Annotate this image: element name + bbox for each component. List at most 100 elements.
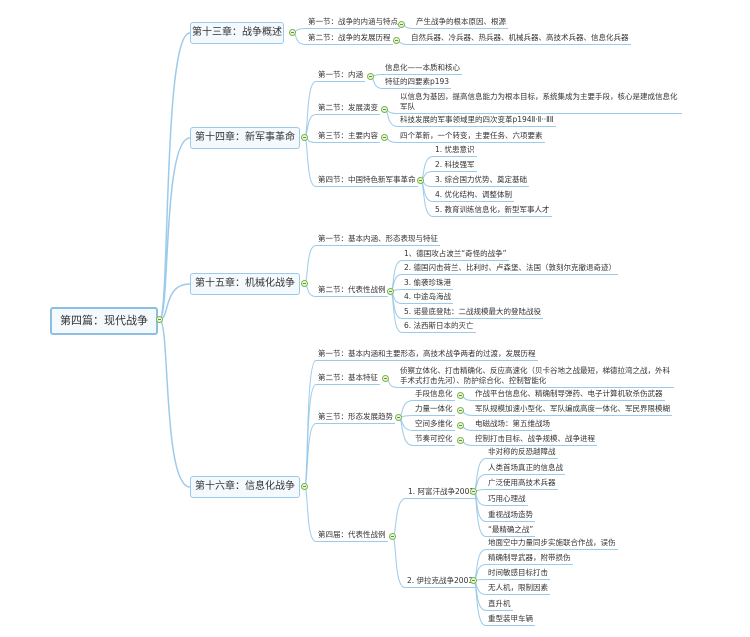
section-topic[interactable]: 第二节：代表性战例 — [316, 285, 388, 297]
leaf-topic[interactable]: 军队规模加速小型化、军队编成高度一体化、军民界限模糊 — [473, 404, 672, 416]
collapse-toggle-icon[interactable] — [381, 134, 388, 141]
root-topic[interactable]: 第四篇：现代战争 — [50, 307, 158, 335]
leaf-topic[interactable]: 时间敏感目标打击 — [486, 568, 550, 580]
leaf-topic[interactable]: 巧用心理战 — [486, 494, 528, 506]
chapter-14-topic[interactable]: 第十四章：新军事革命 — [190, 127, 300, 149]
leaf-topic[interactable]: 1、德国攻占波兰“奇怪的战争” — [402, 249, 509, 261]
leaf-topic[interactable]: 4. 中途岛海战 — [402, 292, 454, 304]
section-topic[interactable]: 第二节：战争的发展历程 — [306, 33, 393, 45]
connector-line — [159, 283, 191, 321]
collapse-toggle-icon[interactable] — [457, 407, 464, 414]
collapse-toggle-icon[interactable] — [301, 280, 308, 287]
leaf-topic[interactable]: 作战平台信息化、精确制导弹药、电子计算机软杀伤武器 — [473, 389, 665, 401]
collapse-toggle-icon[interactable] — [398, 21, 405, 28]
leaf-topic[interactable]: 无人机，限制因素 — [486, 583, 550, 595]
collapse-toggle-icon[interactable] — [389, 533, 396, 540]
section-topic[interactable]: 第二节：发展演变 — [316, 103, 380, 115]
leaf-topic[interactable]: 特征的四要素p193 — [383, 77, 452, 89]
connector-line — [158, 137, 191, 321]
section-topic[interactable]: 第一节：内涵 — [316, 70, 365, 82]
collapse-toggle-icon[interactable] — [381, 106, 388, 113]
leaf-topic[interactable]: 5. 诺曼底登陆：二战规模最大的登陆战役 — [402, 307, 544, 319]
collapse-toggle-icon[interactable] — [367, 73, 374, 80]
leaf-topic[interactable]: 重视战场造势 — [486, 510, 535, 522]
leaf-topic[interactable]: 以信息为基因，提高信息能力为根本目标，系统集成为主要手段，核心是建成信息化军队 — [398, 92, 682, 114]
collapse-toggle-icon[interactable] — [417, 177, 424, 184]
connector-line — [390, 260, 403, 292]
leaf-topic[interactable]: “最精确之战” — [486, 525, 536, 537]
leaf-topic[interactable]: 人类首场真正的信息战 — [486, 463, 565, 475]
leaf-topic[interactable]: 3. 偷袭珍珠港 — [402, 278, 454, 290]
leaf-topic[interactable]: 信息化——本质和核心 — [383, 63, 462, 75]
section-topic[interactable]: 第一节：基本内涵和主要形态，高技术战争两者的过渡，发展历程 — [316, 349, 538, 361]
leaf-topic[interactable]: 4. 优化结构、调整体制 — [433, 190, 515, 202]
connector-line — [304, 137, 317, 187]
section-topic[interactable]: 第四届：代表性战例 — [316, 530, 388, 542]
collapse-toggle-icon[interactable] — [457, 437, 464, 444]
leaf-topic[interactable]: 重型装甲车辆 — [486, 614, 535, 626]
leaf-topic[interactable]: 地面空中力量同步实施联合作战，误伤 — [486, 538, 618, 550]
connector-line — [420, 180, 434, 202]
section-topic[interactable]: 第四节：中国特色新军事革命 — [316, 175, 418, 187]
leaf-topic[interactable]: 5. 教育训练信息化，新型军事人才 — [433, 205, 552, 217]
collapse-toggle-icon[interactable] — [301, 134, 308, 141]
section-topic[interactable]: 第一节：基本内涵、形态表现与特征 — [316, 234, 440, 246]
connector-line — [158, 32, 191, 321]
leaf-topic[interactable]: 自然兵器、冷兵器、热兵器、机械兵器、高技术兵器、信息化兵器 — [409, 33, 631, 45]
leaf-topic[interactable]: 产生战争的根本原因、根源 — [414, 17, 508, 29]
leaf-topic[interactable]: 侦察立体化、打击精确化、反应高速化（贝卡谷地之战最短，梯德拉湾之战，外科手术式打… — [398, 366, 674, 388]
connector-line — [304, 245, 317, 284]
leaf-topic[interactable]: 2. 德国闪击荷兰、比利时、卢森堡、法国（敦刻尔克撤退奇迹） — [402, 263, 619, 275]
connector-line — [158, 318, 191, 488]
collapse-toggle-icon[interactable] — [457, 392, 464, 399]
chapter-13-topic[interactable]: 第十三章：战争概述 — [190, 22, 284, 44]
connector-line — [304, 486, 317, 542]
case-topic[interactable]: 1. 阿富汗战争2001 — [406, 487, 477, 499]
connector-line — [398, 417, 414, 446]
collapse-toggle-icon[interactable] — [289, 29, 296, 36]
collapse-toggle-icon[interactable] — [393, 37, 400, 44]
connector-line — [304, 384, 317, 487]
leaf-topic[interactable]: 2. 科技强军 — [433, 160, 477, 172]
trend-topic[interactable]: 力量一体化 — [413, 404, 455, 416]
connector-line — [420, 180, 434, 217]
collapse-toggle-icon[interactable] — [470, 577, 477, 584]
trend-topic[interactable]: 空间多维化 — [413, 419, 455, 431]
section-topic[interactable]: 第一节：战争的内涵与特点 — [306, 17, 400, 29]
connector-line — [473, 549, 487, 581]
section-topic[interactable]: 第三节：主要内容 — [316, 131, 380, 143]
leaf-topic[interactable]: 直升机 — [486, 599, 513, 611]
connector-line — [392, 498, 407, 537]
connector-line — [473, 580, 487, 626]
case-topic[interactable]: 2. 伊拉克战争2003 — [405, 576, 476, 588]
collapse-toggle-icon[interactable] — [387, 288, 394, 295]
trend-topic[interactable]: 手段信息化 — [413, 389, 455, 401]
chapter-15-topic[interactable]: 第十五章：机械化战争 — [190, 273, 300, 295]
section-topic[interactable]: 第三节：形态发展趋势 — [316, 412, 395, 424]
chapter-16-topic[interactable]: 第十六章：信息化战争 — [190, 476, 300, 498]
leaf-topic[interactable]: 精确制导武器，附带损伤 — [486, 553, 573, 565]
leaf-topic[interactable]: 1. 忧患意识 — [433, 145, 477, 157]
collapse-toggle-icon[interactable] — [470, 488, 477, 495]
leaf-topic[interactable]: 非对称的反恐越障战 — [486, 447, 558, 459]
leaf-topic[interactable]: 控制打击目标、战争规模、战争进程 — [473, 434, 597, 446]
leaf-topic[interactable]: 科技发展的军事领域里的四次变革p194Ⅱ·Ⅱ··ⅡⅡ — [398, 115, 556, 127]
connector-line — [390, 291, 403, 333]
collapse-toggle-icon[interactable] — [457, 422, 464, 429]
connector-line — [304, 81, 317, 138]
trend-topic[interactable]: 节奏可控化 — [413, 434, 455, 446]
collapse-toggle-icon[interactable] — [382, 375, 389, 382]
connector-line — [304, 423, 317, 487]
connector-line — [473, 580, 487, 611]
connector-line — [390, 291, 403, 319]
leaf-topic[interactable]: 电磁战场：第五维战场 — [473, 419, 552, 431]
collapse-toggle-icon[interactable] — [395, 414, 402, 421]
leaf-topic[interactable]: 广泛使用高技术兵器 — [486, 478, 558, 490]
leaf-topic[interactable]: 四个革新，一个转变，主要任务、六项要素 — [398, 131, 545, 143]
collapse-toggle-icon[interactable] — [156, 316, 163, 323]
connector-line — [392, 536, 406, 588]
leaf-topic[interactable]: 6. 法西斯日本的灭亡 — [402, 321, 476, 333]
collapse-toggle-icon[interactable] — [301, 483, 308, 490]
leaf-topic[interactable]: 3. 综合国力优势、奠定基础 — [433, 175, 530, 187]
section-topic[interactable]: 第二节：基本特征 — [316, 373, 380, 385]
